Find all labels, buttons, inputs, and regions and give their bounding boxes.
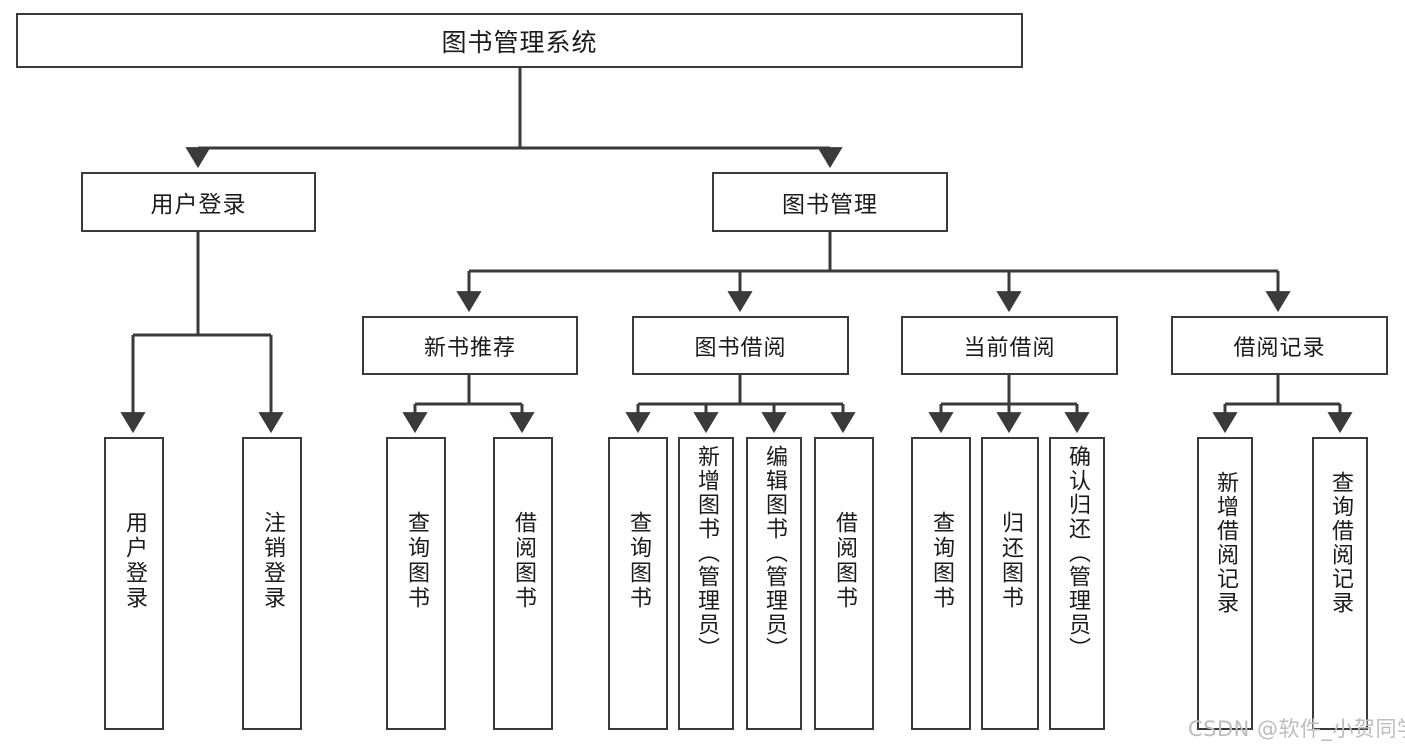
leaf-book-borrow-add[interactable]: 新增图书（管理员）: [678, 437, 734, 730]
node-label: 图书管理: [782, 192, 878, 218]
leaf-label: 借阅图书: [832, 511, 857, 611]
leaf-new-book-borrow[interactable]: 借阅图书: [493, 437, 553, 730]
node-borrow-record[interactable]: 借阅记录: [1171, 316, 1388, 375]
leaf-label: 查询借阅记录: [1328, 471, 1353, 615]
node-current-borrow[interactable]: 当前借阅: [901, 316, 1118, 375]
leaf-label: 用户登录: [122, 511, 147, 611]
node-root-system[interactable]: 图书管理系统: [16, 13, 1023, 68]
leaf-label: 借阅图书: [511, 511, 536, 611]
leaf-label: 查询图书: [626, 511, 651, 611]
node-label: 当前借阅: [963, 335, 1056, 361]
leaf-label: 查询图书: [929, 511, 954, 611]
leaf-book-borrow-query[interactable]: 查询图书: [608, 437, 668, 730]
node-label: 借阅记录: [1233, 335, 1326, 361]
leaf-label: 编辑图书（管理员）: [762, 445, 787, 661]
leaf-label: 归还图书: [998, 511, 1023, 611]
csdn-watermark: CSDN @软件_小贺同学: [1188, 717, 1405, 741]
node-label: 图书管理系统: [441, 27, 598, 57]
node-label: 用户登录: [150, 192, 247, 218]
leaf-user-login-signout[interactable]: 注销登录: [242, 437, 302, 730]
leaf-current-borrow-return[interactable]: 归还图书: [981, 437, 1039, 730]
leaf-current-borrow-query[interactable]: 查询图书: [911, 437, 971, 730]
node-label: 图书借阅: [694, 335, 787, 361]
leaf-borrow-record-add[interactable]: 新增借阅记录: [1197, 437, 1253, 730]
node-user-login[interactable]: 用户登录: [81, 172, 316, 232]
leaf-borrow-record-query[interactable]: 查询借阅记录: [1312, 437, 1368, 730]
node-new-book-recommend[interactable]: 新书推荐: [362, 316, 578, 375]
leaf-user-login-signin[interactable]: 用户登录: [104, 437, 164, 730]
leaf-new-book-query[interactable]: 查询图书: [386, 437, 446, 730]
leaf-book-borrow-lend[interactable]: 借阅图书: [814, 437, 874, 730]
leaf-label: 新增借阅记录: [1213, 471, 1238, 615]
node-book-manage[interactable]: 图书管理: [712, 172, 948, 232]
leaf-label: 确认归还（管理员）: [1065, 445, 1090, 661]
leaf-label: 新增图书（管理员）: [694, 445, 719, 661]
leaf-label: 注销登录: [260, 511, 285, 611]
node-label: 新书推荐: [423, 335, 516, 361]
leaf-current-borrow-confirm[interactable]: 确认归还（管理员）: [1049, 437, 1105, 730]
leaf-label: 查询图书: [404, 511, 429, 611]
leaf-book-borrow-edit[interactable]: 编辑图书（管理员）: [746, 437, 802, 730]
node-book-borrow[interactable]: 图书借阅: [632, 316, 849, 375]
